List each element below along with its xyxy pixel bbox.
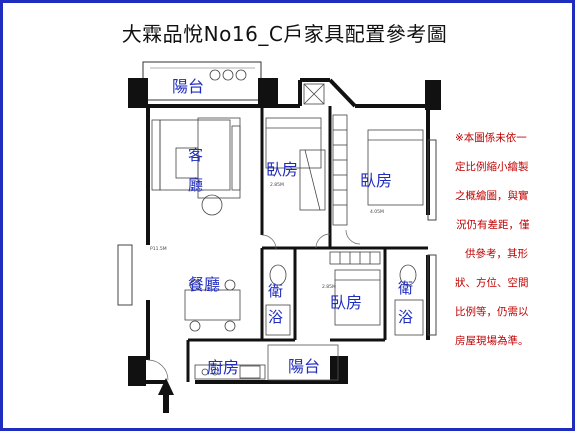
label-kitchen: 廚房 [207, 358, 239, 377]
dining-table [184, 289, 241, 321]
dim-bedroom-3: 2.85M [322, 284, 336, 290]
plant-icon [235, 69, 247, 81]
note-line: 狀、方位、空間 [455, 277, 529, 289]
armchair [201, 194, 223, 216]
balcony-bottom-area [267, 344, 339, 381]
column [258, 78, 278, 106]
note-line: 之概繪圖，與實 [455, 190, 529, 202]
label-bath-2a: 衛 [398, 279, 413, 297]
note-line: 供參考，其形 [465, 248, 528, 260]
living-furniture [151, 117, 241, 216]
dim-bedroom-1: 2.85M [270, 182, 284, 188]
toilet-icon [269, 264, 287, 286]
kitchen-counter [194, 364, 266, 380]
interior-walls [186, 106, 428, 382]
toilet-icon [399, 264, 417, 286]
note-line: 比例等，仍需以 [455, 306, 529, 318]
column [128, 78, 148, 108]
dim-bedroom-2: 4.05M [370, 209, 384, 215]
label-dining: 餐廳 [188, 275, 220, 294]
bedroom-furniture [265, 117, 424, 326]
window-frames [117, 139, 437, 336]
label-bath-1b: 浴 [268, 308, 283, 326]
bath-fixtures [265, 264, 424, 336]
note-line: 況仍有差距，僅 [456, 219, 530, 231]
wardrobe [299, 114, 381, 265]
bed [265, 117, 322, 169]
label-living-2: 廳 [188, 176, 203, 194]
page-title: 大霖品悅No16_C戶家具配置參考圖 [121, 22, 448, 46]
label-bath-2b: 浴 [398, 308, 413, 326]
door-swings [147, 229, 361, 381]
entrance-arrow-icon [158, 378, 174, 413]
label-balcony-bottom: 陽台 [288, 357, 320, 376]
note-line: 房屋現場為準。 [455, 335, 529, 347]
column [425, 80, 441, 110]
bed [334, 269, 381, 326]
disclaimer-note: ※本圖係未依一 定比例縮小繪製 之概繪圖，與實 況仍有差距，僅 供參考，其形 狀… [455, 124, 561, 356]
label-bedroom-1: 臥房 [266, 160, 298, 179]
sofa [197, 117, 241, 199]
duct-shaft [303, 83, 325, 105]
bed [367, 129, 424, 206]
plant-icon [209, 69, 221, 81]
dim-dining: P11.5M [150, 246, 167, 252]
label-balcony-top: 陽台 [172, 77, 204, 96]
label-bedroom-2: 臥房 [360, 171, 392, 190]
label-bath-1a: 衛 [268, 282, 283, 300]
note-line: 定比例縮小繪製 [455, 161, 529, 173]
label-bedroom-3: 臥房 [330, 293, 362, 312]
note-line: ※本圖係未依一 [455, 132, 527, 144]
label-living-1: 客 [188, 146, 203, 164]
column [330, 356, 348, 384]
plant-icon [222, 69, 234, 81]
column [128, 356, 146, 386]
dining-furniture [184, 279, 241, 332]
tv-cabinet [151, 119, 161, 191]
coffee-table [175, 147, 199, 179]
